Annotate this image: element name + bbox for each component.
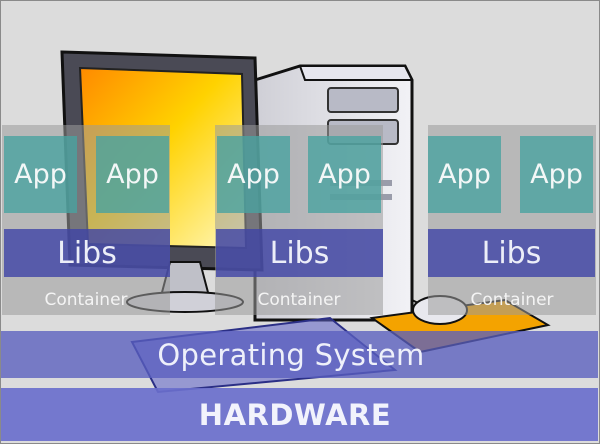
app-box	[4, 136, 77, 213]
libs-box	[216, 229, 383, 277]
os-layer-box	[1, 331, 598, 378]
app-box	[428, 136, 501, 213]
app-box	[308, 136, 381, 213]
libs-box	[428, 229, 595, 277]
app-box	[96, 136, 169, 213]
hardware-layer-box	[1, 388, 598, 441]
app-box	[217, 136, 290, 213]
app-box	[520, 136, 593, 213]
libs-box	[4, 229, 170, 277]
